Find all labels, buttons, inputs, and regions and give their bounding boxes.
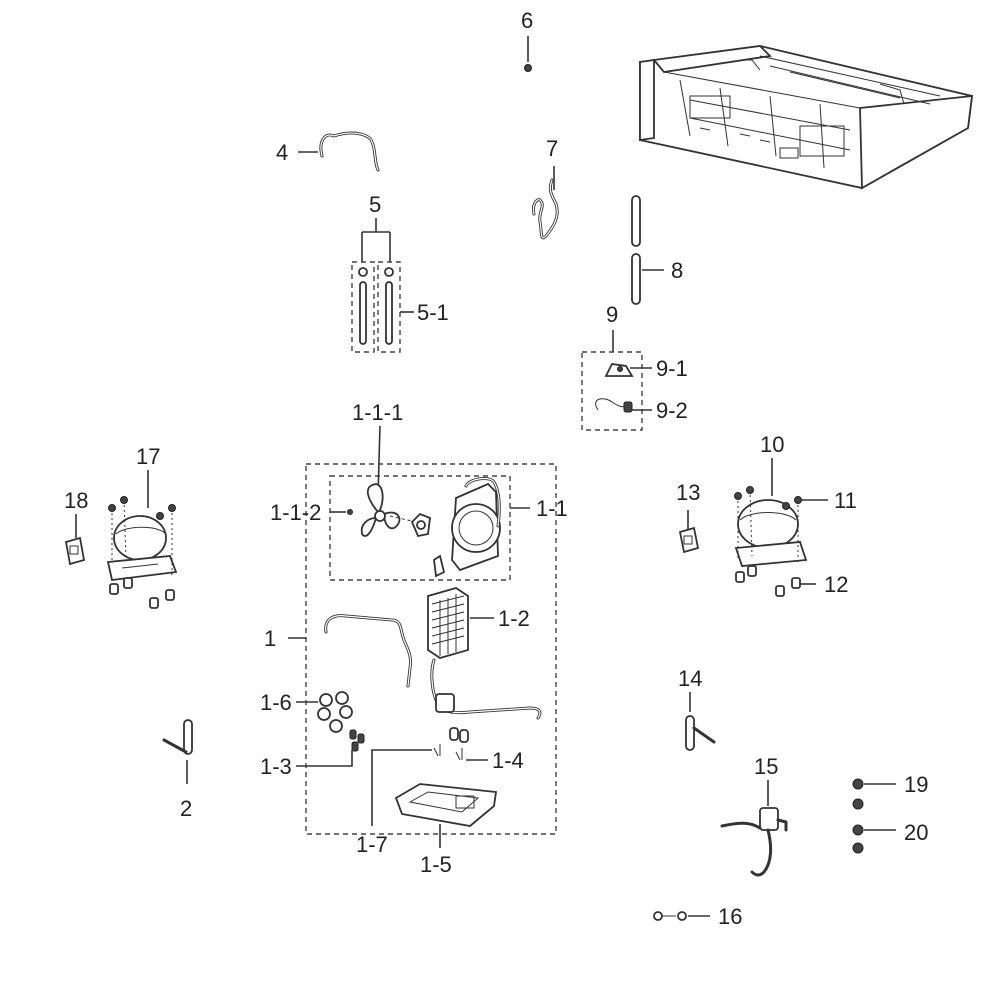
label-12: 12: [824, 572, 848, 597]
part-18-relay-left: [64, 514, 86, 566]
part-1-1-1-fan-blade: [360, 425, 401, 537]
part-6-screw: [524, 36, 532, 72]
part-1-1-2-leader: [330, 509, 417, 523]
part-1-5-drain-tray: [394, 783, 498, 848]
label-18: 18: [64, 488, 88, 513]
part-7-bent-pipe: [532, 166, 559, 240]
label-1-1-2: 1-1-2: [270, 500, 321, 525]
label-1-5: 1-5: [420, 852, 452, 877]
callout-labels: 6 4 7 5 5-1 8 9 9-1 9-2 1-1-1 1-1-2 1-1 …: [64, 8, 928, 929]
label-9: 9: [606, 302, 618, 327]
label-9-1: 9-1: [656, 356, 688, 381]
part-1-3-clips: [296, 729, 365, 767]
label-5: 5: [369, 192, 381, 217]
label-14: 14: [678, 666, 702, 691]
part-1-2-evaporator: [427, 587, 494, 659]
label-7: 7: [546, 136, 558, 161]
part-14-drier: [685, 692, 716, 751]
part-1-evaporator-group: [288, 463, 557, 835]
label-9-2: 9-2: [656, 398, 688, 423]
part-15-valve: [720, 780, 788, 877]
label-13: 13: [676, 480, 700, 505]
label-1-3: 1-3: [260, 754, 292, 779]
label-4: 4: [276, 140, 288, 165]
part-20-caps: [852, 824, 896, 854]
label-1-7: 1-7: [356, 832, 388, 857]
part-suction-line: [324, 614, 542, 720]
label-1-2: 1-2: [498, 606, 530, 631]
part-1-6-grommets: [296, 691, 353, 733]
part-4-bent-pipe: [298, 131, 380, 172]
label-1-6: 1-6: [260, 690, 292, 715]
label-20: 20: [904, 820, 928, 845]
part-10-compressor-right: [734, 458, 828, 597]
label-16: 16: [718, 904, 742, 929]
label-10: 10: [760, 432, 784, 457]
part-19-caps: [852, 778, 896, 810]
part-1-1-fan-shroud: [433, 477, 501, 578]
part-1-7-leader: [371, 749, 432, 826]
part-16-washers: [653, 911, 710, 921]
part-5-heater-group: [351, 218, 414, 353]
label-1-4: 1-4: [492, 748, 524, 773]
label-8: 8: [671, 258, 683, 283]
part-1-4-fittings: [433, 727, 488, 761]
label-5-1: 5-1: [417, 300, 449, 325]
part-8-filter-tubes: [631, 195, 664, 305]
label-19: 19: [904, 772, 928, 797]
cabinet-frame-assembly: [639, 45, 974, 190]
part-fan-motor: [410, 512, 431, 538]
label-2: 2: [180, 796, 192, 821]
label-1: 1: [264, 626, 276, 651]
label-15: 15: [754, 754, 778, 779]
label-17: 17: [136, 444, 160, 469]
label-6: 6: [521, 8, 533, 33]
part-13-relay-right: [678, 510, 700, 554]
part-17-compressor-left: [106, 470, 178, 609]
part-9-sensor-group: [581, 330, 652, 431]
label-1-1-1: 1-1-1: [352, 400, 403, 425]
part-2-drier: [162, 719, 193, 784]
label-11: 11: [834, 488, 857, 513]
label-1-1: 1-1: [536, 496, 568, 521]
